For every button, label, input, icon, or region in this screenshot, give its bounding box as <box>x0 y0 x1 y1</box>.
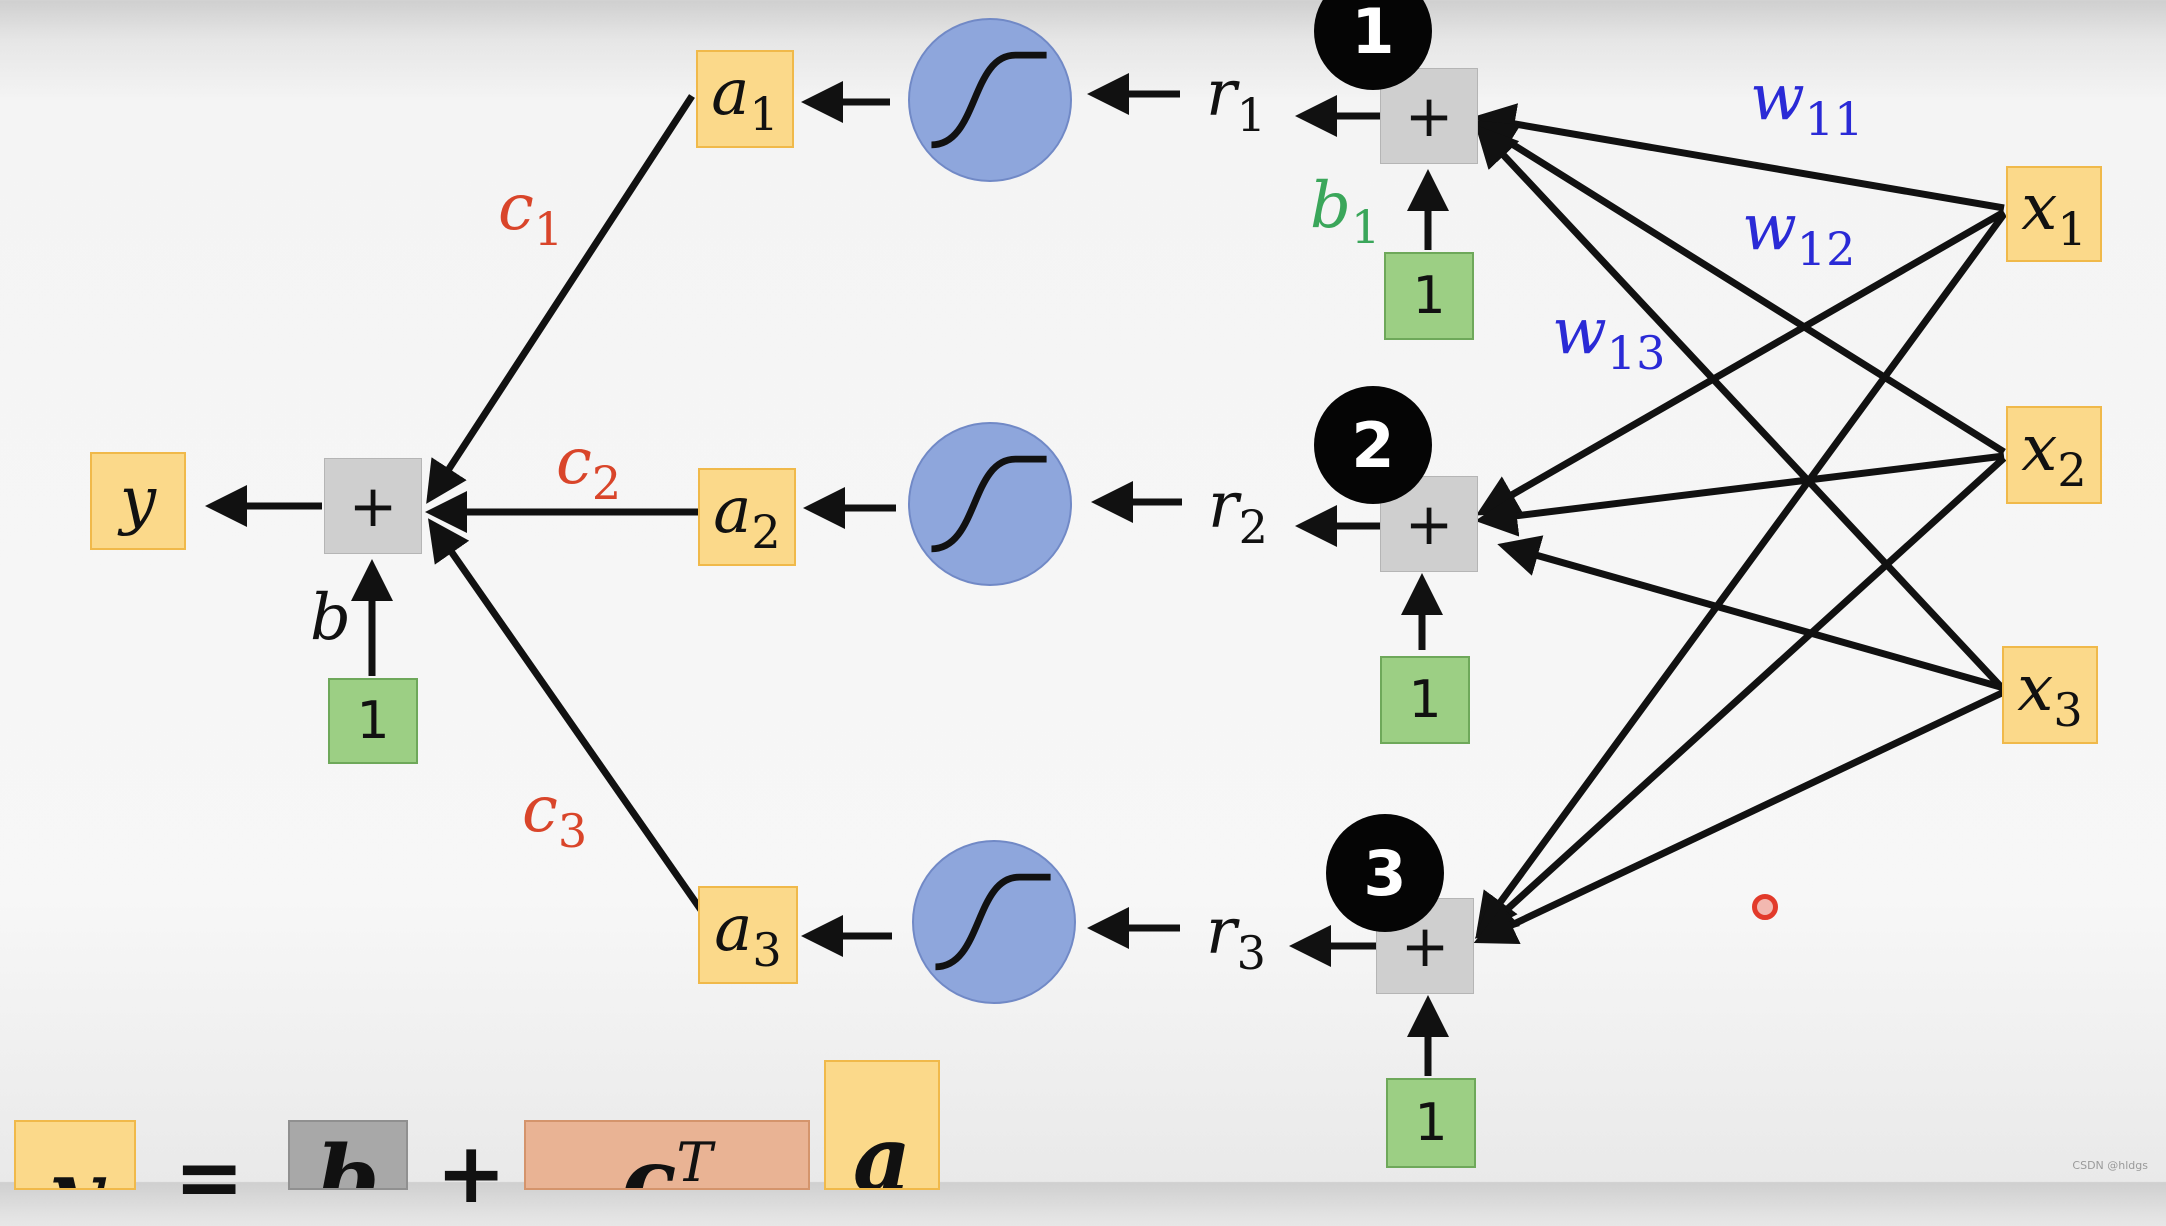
hidden-r1-label: r1 <box>1206 57 1266 143</box>
weight-c1: c1 <box>498 171 564 257</box>
hidden-a3-box: a3 <box>698 886 798 984</box>
output-bias-label: b <box>310 581 351 655</box>
hidden-bias-input-1: 1 <box>1384 252 1474 340</box>
hidden-r3-label: r3 <box>1206 895 1266 981</box>
hidden-bias-input-2: 1 <box>1380 656 1470 744</box>
edge-x1-r1 <box>1473 103 2005 212</box>
sigmoid-curve-icon <box>935 873 1051 971</box>
hidden-a1-label: a1 <box>711 56 779 142</box>
input-x3-box: x3 <box>2002 646 2098 744</box>
input-x1-label: x1 <box>2021 171 2087 257</box>
weight-c2: c2 <box>556 425 622 511</box>
equation-b: b <box>316 1126 380 1190</box>
equation-y: y <box>49 1140 101 1188</box>
edge-x3-r2 <box>1497 535 2005 692</box>
equation-equals: = <box>174 1128 245 1226</box>
equation-a: a <box>852 1106 912 1190</box>
connection-wires <box>205 73 2007 1076</box>
edge-x2-r3 <box>1474 455 2007 939</box>
output-y-label: y <box>119 464 157 538</box>
equation-ct-box: cT <box>524 1120 810 1190</box>
edge-x1-r2 <box>1475 208 2006 516</box>
equation-b-box: b <box>288 1120 408 1190</box>
mouse-cursor-icon <box>1752 894 1778 920</box>
output-bias-input: 1 <box>328 678 418 764</box>
equation-plus: + <box>436 1124 507 1222</box>
weight-w12: w12 <box>1742 191 1856 277</box>
hidden-a2-label: a2 <box>713 474 781 560</box>
watermark: CSDN @hldgs <box>2072 1159 2148 1172</box>
hidden-bias-label-b1: b1 <box>1310 169 1381 255</box>
output-bias-input-value: 1 <box>356 691 390 751</box>
sigmoid-node-3 <box>912 840 1076 1004</box>
equation-a-box: a <box>824 1060 940 1190</box>
edge-a1-sum <box>426 94 695 504</box>
sigmoid-curve-icon <box>931 51 1047 149</box>
hidden-bias-input-3: 1 <box>1386 1078 1476 1168</box>
hidden-a3-label: a3 <box>714 892 782 978</box>
neuron-badge-3: 3 <box>1326 814 1444 932</box>
edge-a3-sum <box>427 518 711 923</box>
hidden-a1-box: a1 <box>696 50 794 148</box>
input-x2-box: x2 <box>2006 406 2102 504</box>
edge-x3-r3 <box>1473 688 2006 945</box>
equation-y-box: y <box>14 1120 136 1190</box>
output-sum-symbol: + <box>348 472 398 540</box>
sigmoid-curve-icon <box>931 455 1047 553</box>
output-y-box: y <box>90 452 186 550</box>
sigmoid-node-2 <box>908 422 1072 586</box>
input-x1-box: x1 <box>2006 166 2102 262</box>
neuron-badge-2: 2 <box>1314 386 1432 504</box>
edge-x3-r1 <box>1475 124 2007 693</box>
edge-x2-r2 <box>1475 452 2005 537</box>
hidden-a2-box: a2 <box>698 468 796 566</box>
input-x3-label: x3 <box>2017 652 2083 738</box>
input-x2-label: x2 <box>2021 412 2087 498</box>
weight-c3: c3 <box>522 773 588 859</box>
output-sum-node: + <box>324 458 422 554</box>
edge-x2-r1 <box>1474 120 2006 455</box>
sigmoid-node-1 <box>908 18 1072 182</box>
weight-w13: w13 <box>1552 295 1666 381</box>
hidden-r2-label: r2 <box>1208 469 1268 555</box>
equation-c: cT <box>621 1128 713 1190</box>
edge-x1-r3 <box>1475 211 2007 936</box>
weight-w11: w11 <box>1750 61 1864 147</box>
